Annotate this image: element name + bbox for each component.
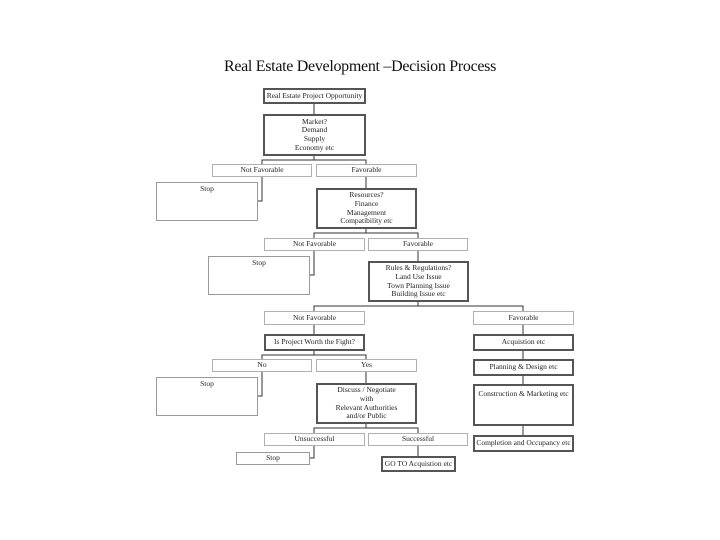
label-resources-favorable: Favorable bbox=[368, 238, 468, 251]
node-resources: Resources? Finance Management Compatibil… bbox=[316, 188, 417, 229]
node-stop-no: Stop bbox=[156, 377, 258, 416]
node-discuss-negotiate: Discuss / Negotiate with Relevant Author… bbox=[316, 383, 417, 424]
node-stop-resources: Stop bbox=[208, 256, 310, 295]
label-unsuccessful: Unsuccessful bbox=[264, 433, 365, 446]
node-rules-regulations: Rules & Regulations? Land Use Issue Town… bbox=[368, 261, 469, 302]
label-successful: Successful bbox=[368, 433, 468, 446]
node-worth-the-fight: Is Project Worth the Fight? bbox=[264, 334, 365, 351]
label-market-not-favorable: Not Favorable bbox=[212, 164, 312, 177]
label-rules-favorable: Favorable bbox=[473, 311, 574, 325]
node-completion-occupancy: Completion and Occupancy etc bbox=[473, 435, 574, 452]
label-no: No bbox=[212, 359, 312, 372]
node-stop-market: Stop bbox=[156, 182, 258, 221]
label-rules-not-favorable: Not Favorable bbox=[264, 311, 365, 325]
node-project-opportunity: Real Estate Project Opportunity bbox=[263, 88, 366, 104]
node-acquisition: Acquistion etc bbox=[473, 334, 574, 351]
node-market: Market? Demand Supply Economy etc bbox=[263, 114, 366, 156]
node-stop-unsuccessful: Stop bbox=[236, 452, 310, 465]
label-resources-not-favorable: Not Favorable bbox=[264, 238, 365, 251]
label-market-favorable: Favorable bbox=[316, 164, 417, 177]
node-planning-design: Planning & Design etc bbox=[473, 359, 574, 376]
node-construction-marketing: Construction & Marketing etc bbox=[473, 384, 574, 426]
label-yes: Yes bbox=[316, 359, 417, 372]
diagram-title: Real Estate Development –Decision Proces… bbox=[223, 58, 497, 75]
node-goto-acquisition: GO TO Acquistion etc bbox=[381, 456, 456, 472]
